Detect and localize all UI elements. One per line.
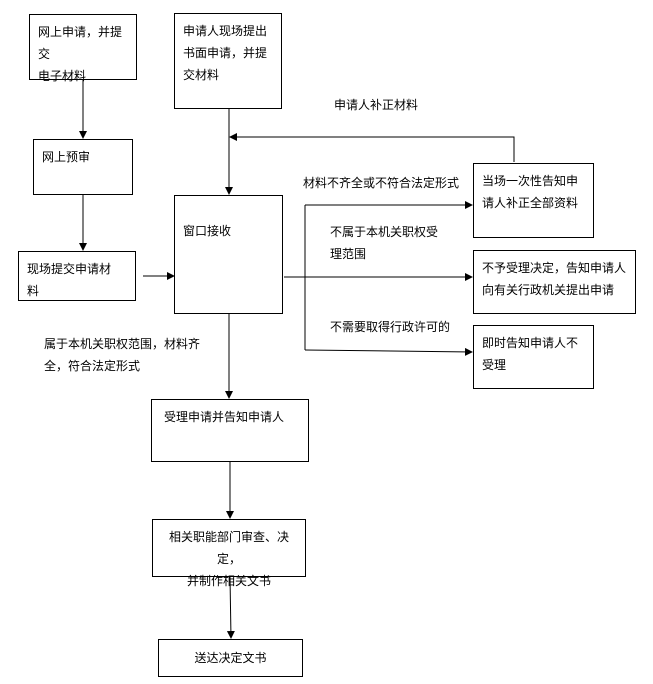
box-accept-notify: 受理申请并告知申请人	[151, 399, 309, 462]
label-supplement: 申请人补正材料	[334, 98, 419, 112]
box-online-apply: 网上申请，并提交 电子材料	[29, 14, 137, 83]
box-submit-materials: 现场提交申请材 料	[18, 251, 136, 301]
arrow-supplement-return	[229, 133, 515, 162]
box-deliver: 送达决定文书	[158, 639, 303, 677]
box-window-receive: 窗口接收	[174, 195, 283, 314]
box-notify-supplement: 当场一次性告知申 请人补正全部资料	[473, 163, 594, 238]
label-not-in-scope: 不属于本机关职权受 理范围	[330, 225, 439, 261]
box-notify-immediately: 即时告知申请人不 受理	[473, 325, 594, 389]
arrow-to-notify-immediately	[304, 347, 473, 356]
box-online-review: 网上预审	[33, 139, 133, 195]
arrow-review-to-deliver	[226, 576, 235, 639]
label-no-permit-needed: 不需要取得行政许可的	[330, 320, 451, 334]
box-not-accepted: 不予受理决定，告知申请人 向有关行政机关提出申请	[473, 250, 636, 314]
box-review-decide: 相关职能部门审查、决定， 并制作相关文书	[152, 519, 306, 588]
box-onsite-apply: 申请人现场提出 书面申请，并提 交材料	[174, 13, 282, 109]
label-incomplete: 材料不齐全或不符合法定形式	[303, 176, 460, 190]
label-in-scope: 属于本机关职权范围，材料齐 全，符合法定形式	[44, 337, 201, 373]
